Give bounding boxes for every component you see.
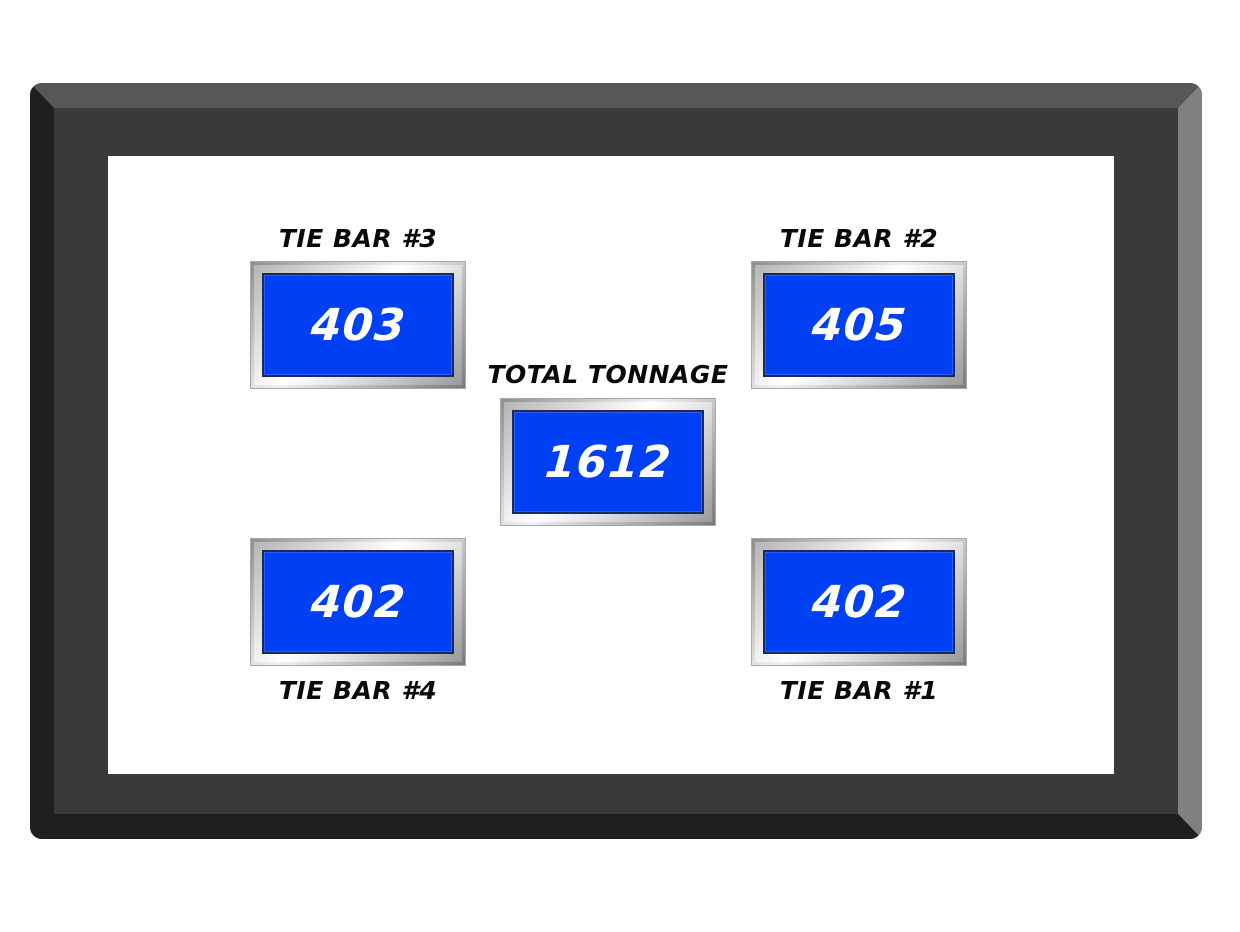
bezel-bevel <box>30 83 1202 839</box>
tie-bar-3-label: TIE BAR #3 <box>278 224 438 253</box>
tie-bar-4-gauge: 402 <box>250 538 466 666</box>
tie-bar-4-label: TIE BAR #4 <box>278 676 438 705</box>
tie-bar-2-display: 405 <box>763 273 955 377</box>
tie-bar-1-gauge: 402 <box>751 538 967 666</box>
tie-bar-1-value: 402 <box>809 576 909 628</box>
tie-bar-3-value: 403 <box>308 299 408 351</box>
total-tonnage-gauge: 1612 <box>500 398 716 526</box>
tie-bar-4-value: 402 <box>308 576 408 628</box>
tie-bar-2-value: 405 <box>809 299 909 351</box>
tie-bar-3-display: 403 <box>262 273 454 377</box>
tie-bar-1-display: 402 <box>763 550 955 654</box>
tie-bar-2-label: TIE BAR #2 <box>779 224 939 253</box>
total-tonnage-value: 1612 <box>542 436 674 488</box>
total-tonnage-display: 1612 <box>512 410 704 514</box>
tie-bar-2-gauge: 405 <box>751 261 967 389</box>
tie-bar-4-display: 402 <box>262 550 454 654</box>
tie-bar-3-gauge: 403 <box>250 261 466 389</box>
total-tonnage-label: TOTAL TONNAGE <box>487 360 729 389</box>
tie-bar-1-label: TIE BAR #1 <box>779 676 939 705</box>
